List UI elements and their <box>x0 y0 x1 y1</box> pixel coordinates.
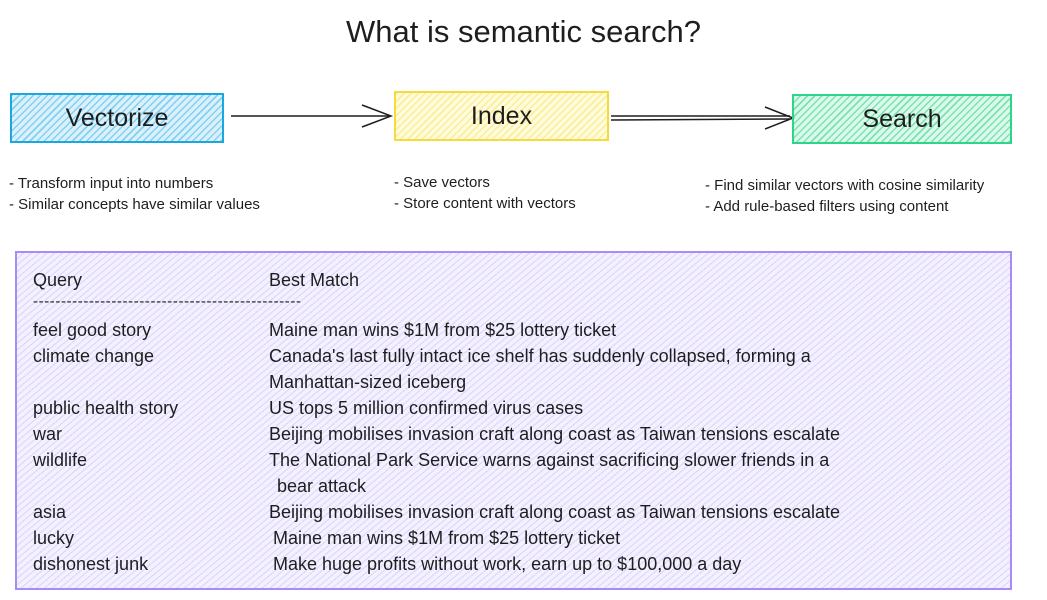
note: - Find similar vectors with cosine simil… <box>705 177 985 194</box>
row-query: lucky <box>33 528 75 548</box>
row-query: public health story <box>33 398 179 418</box>
query-results-table: Query Best Match -----------------------… <box>15 251 1012 590</box>
note: - Save vectors <box>394 174 490 191</box>
vectorize-notes: - Transform input into numbers - Similar… <box>9 173 260 215</box>
diagram-title: What is semantic search? <box>346 14 701 49</box>
row-query: asia <box>33 502 67 522</box>
row-query: war <box>33 424 63 444</box>
row-query: wildlife <box>33 450 88 470</box>
row-match: The National Park Service warns against … <box>269 450 830 470</box>
header-query: Query <box>33 270 83 290</box>
note: - Similar concepts have similar values <box>9 196 260 213</box>
row-match: Canada's last fully intact ice shelf has… <box>269 346 811 366</box>
row-match: Maine man wins $1M from $25 lottery tick… <box>269 320 617 340</box>
arrow-vectorize-to-index <box>231 104 394 128</box>
row-query: dishonest junk <box>33 554 149 574</box>
row-match-continued: Manhattan-sized iceberg <box>269 372 467 392</box>
row-match: Beijing mobilises invasion craft along c… <box>269 502 840 522</box>
row-match: US tops 5 million confirmed virus cases <box>269 398 584 418</box>
row-match: Make huge profits without work, earn up … <box>273 554 742 574</box>
row-query: feel good story <box>33 320 152 340</box>
row-query: climate change <box>33 346 155 366</box>
flow-arrows <box>231 104 796 130</box>
search-notes: - Find similar vectors with cosine simil… <box>705 175 984 217</box>
note: - Store content with vectors <box>394 195 576 212</box>
note: - Add rule-based filters using content <box>705 198 949 215</box>
note: - Transform input into numbers <box>9 175 214 192</box>
step-search: Search <box>792 94 1012 144</box>
header-best-match: Best Match <box>269 270 360 290</box>
row-match: Maine man wins $1M from $25 lottery tick… <box>273 528 621 548</box>
header-separator: ----------------------------------------… <box>33 293 302 310</box>
row-match-continued: bear attack <box>277 476 367 496</box>
arrow-index-to-search <box>610 106 796 130</box>
index-notes: - Save vectors - Store content with vect… <box>394 172 576 214</box>
step-vectorize: Vectorize <box>10 93 224 143</box>
step-index: Index <box>394 91 609 141</box>
row-match: Beijing mobilises invasion craft along c… <box>269 424 840 444</box>
